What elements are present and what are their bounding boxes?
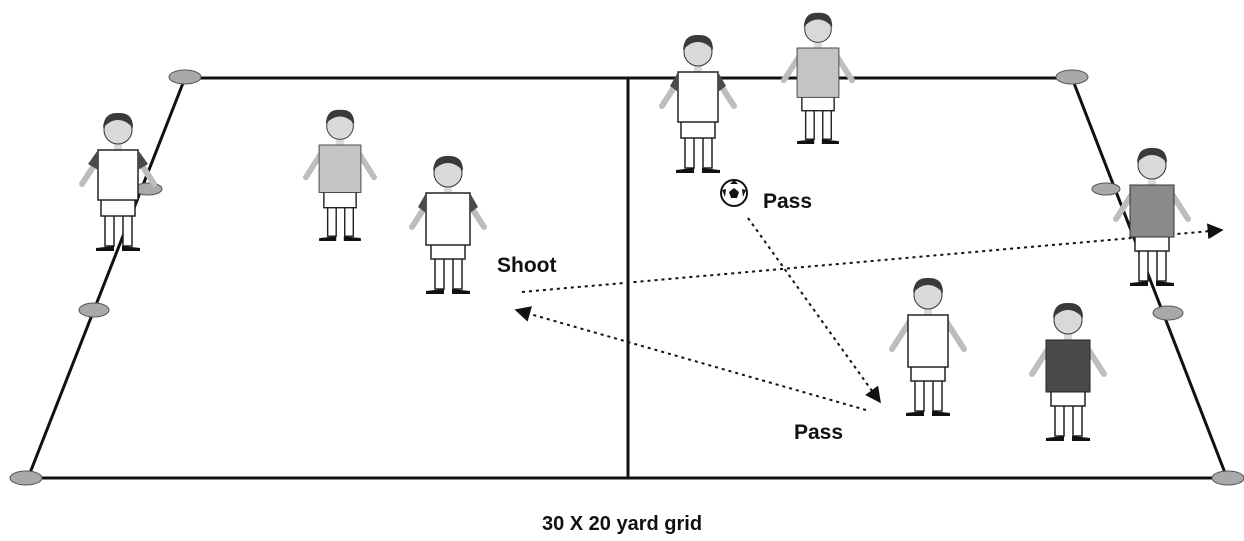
pass-arrow-diagonal — [747, 217, 881, 404]
cone — [78, 302, 110, 318]
pass-label-top: Pass — [763, 190, 812, 213]
player-top-right — [784, 13, 852, 144]
cone — [1091, 182, 1121, 196]
players — [82, 13, 1188, 441]
cone — [1055, 69, 1089, 85]
cones — [9, 69, 1244, 486]
pass-label-bottom: Pass — [794, 421, 843, 444]
cone — [9, 470, 43, 486]
shoot-arrow — [521, 223, 1224, 293]
movement-arrows — [514, 217, 1224, 411]
player-left-edge — [82, 113, 154, 251]
cone — [1152, 305, 1184, 321]
player-shooter — [412, 156, 484, 294]
pass-arrow-back — [514, 306, 867, 411]
field-right-line — [1070, 77, 1229, 479]
player-receiver — [892, 278, 964, 416]
cone — [1211, 470, 1244, 486]
player-light-shirt — [306, 110, 374, 241]
shoot-label: Shoot — [497, 254, 556, 277]
field-left-line — [26, 77, 187, 479]
grid-size-caption: 30 X 20 yard grid — [542, 513, 702, 535]
field — [26, 76, 1229, 480]
cone — [168, 69, 202, 85]
soccer-ball-icon — [720, 179, 748, 207]
player-top-center — [662, 35, 734, 173]
player-defender-dark — [1032, 303, 1104, 441]
player-right-edge — [1116, 148, 1188, 286]
